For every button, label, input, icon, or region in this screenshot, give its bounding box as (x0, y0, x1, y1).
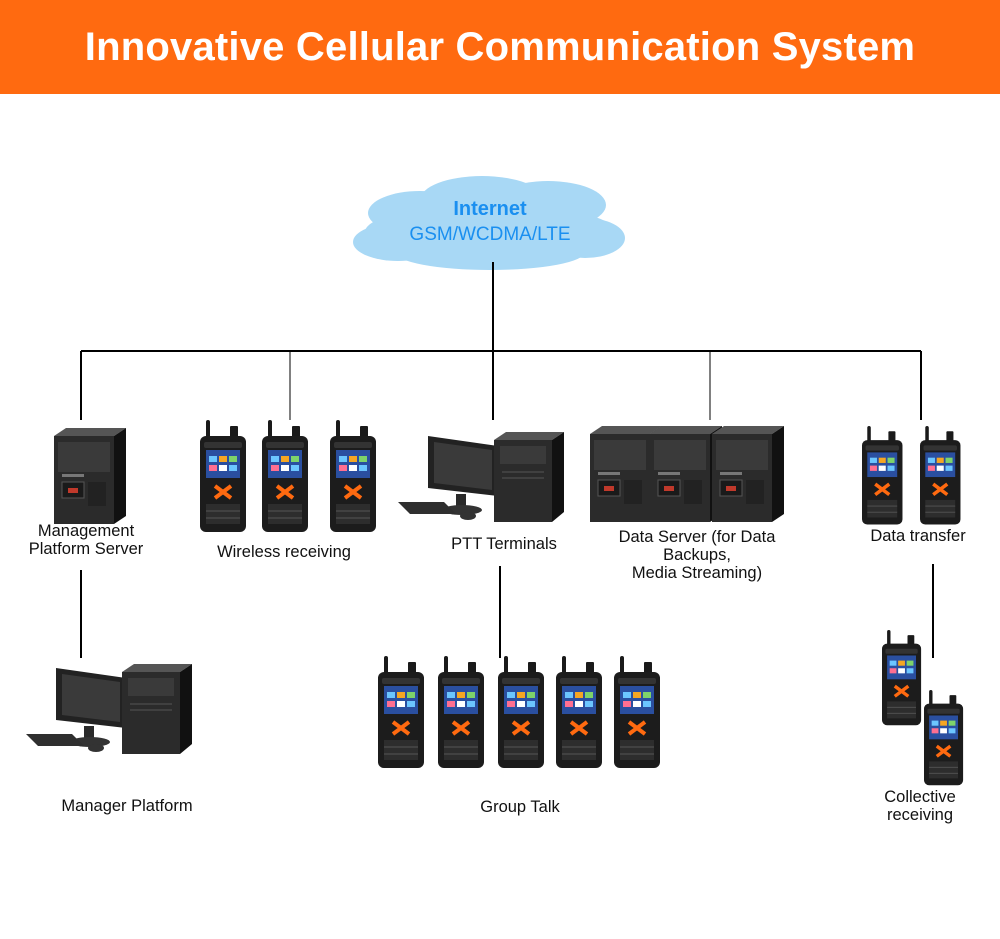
cloud-subtitle: GSM/WCDMA/LTE (409, 224, 571, 245)
ptt-terminal-computer-icon (397, 431, 565, 523)
wireless-receiving-radios-icon (198, 418, 378, 534)
wireless-receiving-label: Wireless receiving (217, 543, 351, 561)
internet-cloud-icon (353, 176, 625, 270)
group-talk-label: Group Talk (480, 798, 560, 816)
management-server-label: Management Platform Server (28, 522, 144, 558)
collective-receiving-label: Collective receiving (884, 788, 956, 824)
manager-platform-computer-icon (25, 663, 193, 755)
data-server-label: Data Server (for Data Backups, Media Str… (618, 528, 776, 582)
management-server-icon (53, 427, 127, 525)
collective-receiving-radios-icon (880, 628, 965, 787)
data-server-icon (589, 425, 785, 523)
group-talk-radios-icon (376, 654, 662, 770)
ptt-terminals-label: PTT Terminals (451, 535, 557, 553)
title-banner: Innovative Cellular Communication System (0, 0, 1000, 94)
data-transfer-label: Data transfer (870, 527, 966, 545)
data-transfer-radios-icon (860, 424, 963, 527)
manager-platform-label: Manager Platform (61, 797, 193, 815)
page-title: Innovative Cellular Communication System (84, 24, 916, 69)
connection-lines (80, 262, 934, 658)
cloud-title: Internet (453, 198, 527, 220)
